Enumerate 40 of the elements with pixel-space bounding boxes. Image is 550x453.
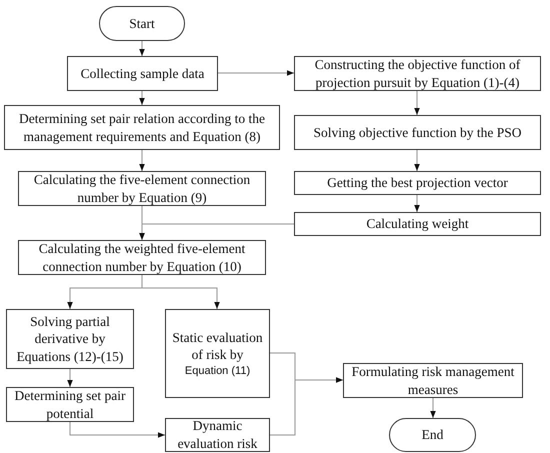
process-box	[67, 56, 218, 91]
process-box	[165, 418, 270, 452]
arrow	[139, 224, 294, 240]
box-label: Static evaluation of risk by	[171, 328, 264, 364]
arrow	[218, 70, 294, 76]
box-label: Dynamic evaluation risk	[176, 417, 258, 453]
box-label: Collecting sample data	[80, 64, 204, 82]
box-label: End	[422, 426, 444, 444]
arrow	[270, 377, 344, 436]
box-label: Determining set pair potential	[14, 386, 126, 422]
box-label: Start	[129, 14, 155, 32]
arrow	[430, 398, 436, 418]
box-label: Determining set pair relation according to the management requirements and Equation (8)	[18, 110, 266, 146]
box-label: Equation (11)	[184, 364, 250, 378]
process-box	[4, 105, 280, 150]
process-box	[294, 212, 541, 236]
arrow	[139, 150, 145, 172]
box-label: Solving partial derivative by Equations (12)-(15)	[16, 312, 124, 366]
terminal-box	[99, 6, 185, 41]
box-label: Calculating the weighted five-element connection number by Equation (10)	[38, 240, 246, 276]
process-box	[18, 240, 266, 275]
box-label: Calculating the five-element connection number by Equation (9)	[32, 170, 252, 206]
arrow	[70, 422, 166, 438]
arrow	[414, 90, 420, 116]
arrow	[67, 368, 73, 388]
box-label: Constructing the objective function of projection pursuit by Equation (1)-(4)	[314, 56, 522, 92]
box-label: Getting the best projection vector	[327, 174, 508, 192]
process-box	[294, 115, 541, 150]
process-box	[294, 171, 541, 195]
process-box	[6, 309, 134, 369]
arrow	[414, 194, 420, 212]
arrow	[139, 90, 145, 106]
terminal-box	[389, 418, 476, 452]
process-box	[294, 56, 541, 91]
box-label: Calculating weight	[366, 215, 469, 233]
box-label: Formulating risk management measures	[350, 362, 516, 398]
process-box	[165, 309, 270, 398]
arrow	[139, 40, 145, 56]
box-label: Solving objective function by the PSO	[313, 124, 522, 142]
arrow	[414, 150, 420, 172]
